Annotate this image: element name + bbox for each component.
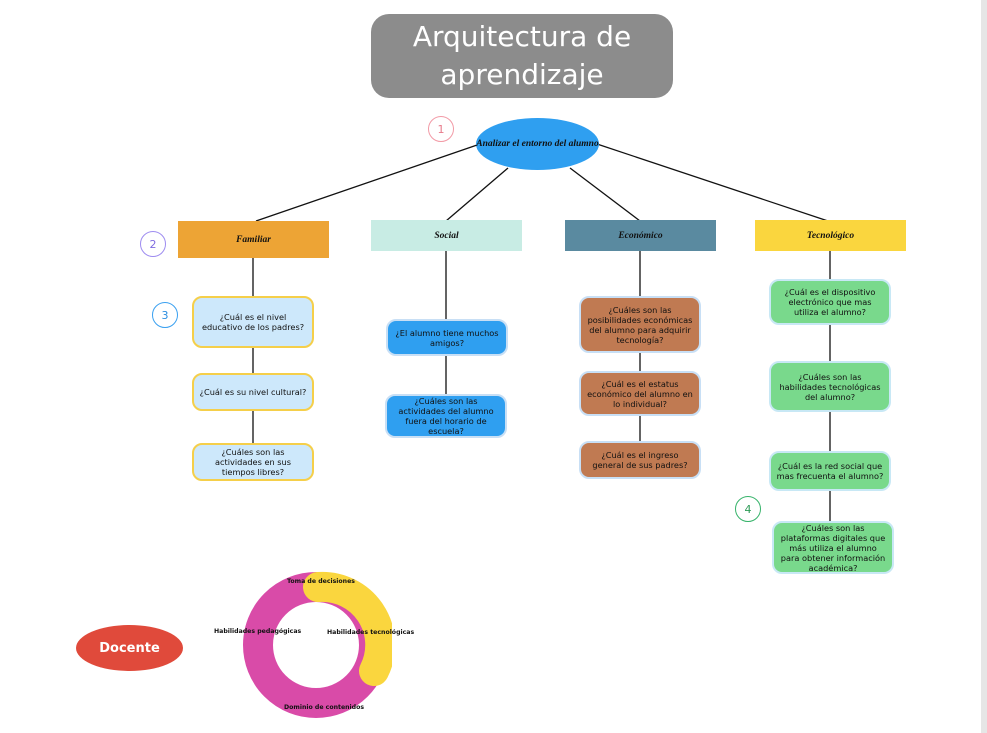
question-tecnologico-1: ¿Cuál es el dispositivo electrónico que … — [769, 279, 891, 325]
question-tecnologico-4: ¿Cuáles son las plataformas digitales qu… — [772, 521, 894, 574]
question-economico-2: ¿Cuál es el estatus económico del alumno… — [579, 371, 701, 416]
ring-label-tecnologicas: Habilidades tecnológicas — [327, 629, 415, 636]
docente-node: Docente — [76, 625, 183, 671]
root-node: Analizar el entorno del alumno — [476, 118, 599, 170]
ring-label-contenidos: Dominio de contenidos — [284, 704, 365, 711]
ring-label-pedagogicas: Habilidades pedagógicas — [214, 628, 302, 635]
question-familiar-2: ¿Cuál es su nivel cultural? — [192, 373, 314, 411]
category-tecnologico: Tecnológico — [755, 220, 906, 251]
question-tecnologico-3: ¿Cuál es la red social que mas frecuenta… — [769, 451, 891, 491]
question-economico-3: ¿Cuál es el ingreso general de sus padre… — [579, 441, 701, 479]
step-number-2: 2 — [140, 231, 166, 257]
question-familiar-1: ¿Cuál es el nivel educativo de los padre… — [192, 296, 314, 348]
ring-tecnologicas-segment — [303, 571, 392, 686]
question-economico-1: ¿Cuáles son las posibilidades económicas… — [579, 296, 701, 353]
category-familiar: Familiar — [178, 221, 329, 258]
step-number-3: 3 — [152, 302, 178, 328]
step-number-1: 1 — [428, 116, 454, 142]
step-number-4: 4 — [735, 496, 761, 522]
question-familiar-3: ¿Cuáles son las actividades en sus tiemp… — [192, 443, 314, 481]
category-economico: Económico — [565, 220, 716, 251]
diagram-title: Arquitectura de aprendizaje — [371, 14, 673, 98]
ring-label-toma-decisiones: Toma de decisiones — [287, 578, 355, 585]
question-social-1: ¿El alumno tiene muchos amigos? — [386, 319, 508, 356]
question-tecnologico-2: ¿Cuáles son las habilidades tecnológicas… — [769, 361, 891, 412]
category-social: Social — [371, 220, 522, 251]
question-social-2: ¿Cuáles son las actividades del alumno f… — [385, 394, 507, 438]
skills-ring — [243, 571, 392, 718]
page-edge — [981, 0, 987, 733]
